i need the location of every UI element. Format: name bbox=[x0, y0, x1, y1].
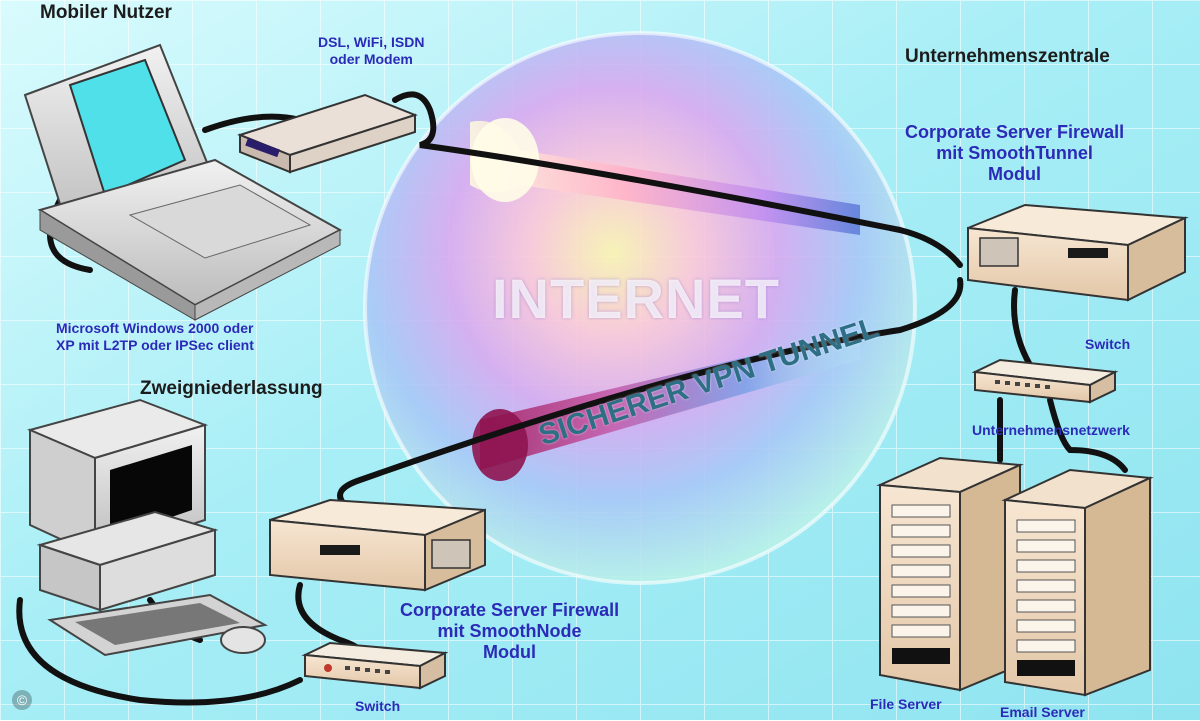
email-server-icon bbox=[1001, 468, 1154, 697]
firewall-hq-icon bbox=[967, 203, 1189, 302]
desktop-computer-icon bbox=[26, 398, 268, 657]
switch-branch-icon bbox=[301, 641, 449, 690]
file-server-icon bbox=[876, 456, 1024, 692]
mobile-user-label: Mobiler Nutzer bbox=[40, 2, 172, 23]
headquarters-label: Unternehmenszentrale bbox=[905, 46, 1110, 67]
connection-types-label: DSL, WiFi, ISDN oder Modem bbox=[318, 34, 425, 67]
firewall-branch-label: Corporate Server Firewall mit SmoothNode… bbox=[400, 600, 620, 663]
copyright-badge: © bbox=[12, 690, 32, 710]
switch-branch-label: Switch bbox=[355, 698, 401, 714]
internet-label: INTERNET bbox=[492, 267, 780, 330]
windows-client-label: Microsoft Windows 2000 oder XP mit L2TP … bbox=[56, 320, 254, 353]
modem-icon bbox=[237, 93, 418, 174]
branch-office-label: Zweigniederlassung bbox=[140, 378, 323, 399]
file-server-label: File Server bbox=[870, 696, 942, 712]
firewall-hq-label: Corporate Server Firewall mit SmoothTunn… bbox=[905, 122, 1125, 185]
email-server-label: Email Server bbox=[1000, 704, 1085, 720]
laptop-icon bbox=[23, 43, 343, 321]
switch-hq-icon bbox=[971, 358, 1119, 404]
company-network-label: Unternehmensnetzwerk bbox=[972, 422, 1130, 438]
switch-hq-label: Switch bbox=[1085, 336, 1131, 352]
firewall-branch-icon bbox=[269, 498, 486, 592]
